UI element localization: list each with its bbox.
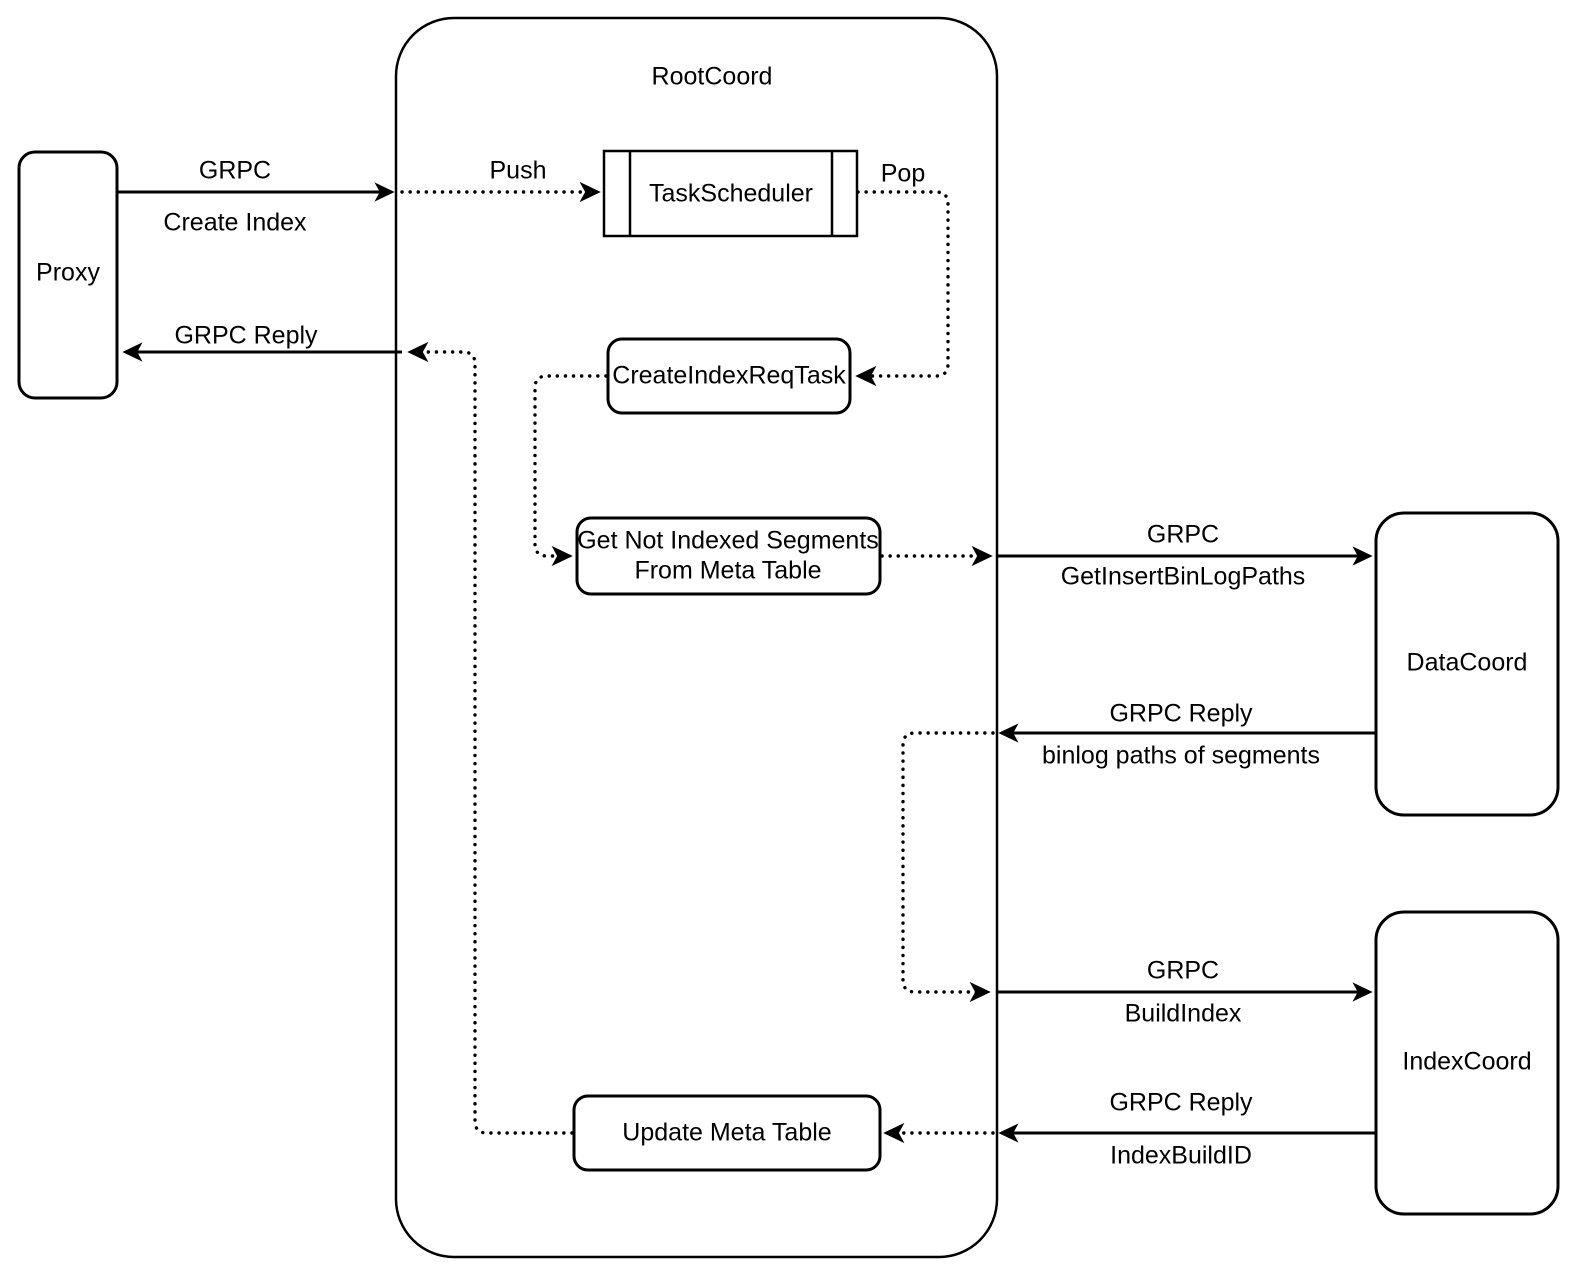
update-meta-table-node[interactable] bbox=[572, 1094, 882, 1172]
rootcoord-container bbox=[394, 16, 999, 1259]
edge-label-pop: Pop bbox=[881, 160, 925, 188]
edge-label-grpc-create-index-line1: GRPC bbox=[199, 157, 271, 185]
edge-label-binlogpaths-line1: GRPC Reply bbox=[1109, 700, 1253, 728]
datacoord-label: DataCoord bbox=[1407, 649, 1528, 677]
edge-label-grpc-reply-proxy: GRPC Reply bbox=[174, 322, 318, 350]
edge-updatemetatable-to-grpcreply bbox=[407, 341, 574, 1135]
proxy-node[interactable] bbox=[17, 150, 119, 400]
get-not-indexed-segments-label-line2: From Meta Table bbox=[634, 557, 821, 585]
edge-label-grpc-create-index-line2: Create Index bbox=[163, 209, 307, 237]
createindexreqtask-label: CreateIndexReqTask bbox=[612, 362, 846, 390]
edge-label-buildindex-line1: GRPC bbox=[1147, 957, 1219, 985]
indexcoord-node[interactable] bbox=[1374, 910, 1560, 1216]
edge-createindexreqtask-to-getsegments bbox=[533, 374, 608, 567]
datacoord-node[interactable] bbox=[1374, 511, 1560, 817]
taskscheduler-label: TaskScheduler bbox=[649, 180, 813, 208]
edge-label-indexbuildid-line2: IndexBuildID bbox=[1110, 1142, 1252, 1170]
update-meta-table-label: Update Meta Table bbox=[622, 1119, 831, 1147]
edge-label-binlogpaths-line2: binlog paths of segments bbox=[1042, 742, 1320, 770]
edge-label-getinsertbinlogpaths-line1: GRPC bbox=[1147, 521, 1219, 549]
get-not-indexed-segments-node[interactable] bbox=[575, 516, 882, 596]
edge-label-push: Push bbox=[490, 157, 547, 185]
createindexreqtask-node[interactable] bbox=[606, 337, 852, 415]
edge-label-indexbuildid-line1: GRPC Reply bbox=[1109, 1089, 1253, 1117]
get-not-indexed-segments-label-line1: Get Not Indexed Segments bbox=[577, 527, 879, 555]
indexcoord-label: IndexCoord bbox=[1402, 1048, 1531, 1076]
rootcoord-label: RootCoord bbox=[652, 63, 773, 91]
proxy-label: Proxy bbox=[36, 259, 100, 287]
edge-label-buildindex-line2: BuildIndex bbox=[1125, 1000, 1242, 1028]
edge-pop bbox=[855, 190, 950, 387]
edge-binlogpaths-to-buildindex bbox=[901, 731, 995, 1003]
taskscheduler-node[interactable] bbox=[602, 149, 859, 238]
edge-label-getinsertbinlogpaths-line2: GetInsertBinLogPaths bbox=[1061, 563, 1306, 591]
